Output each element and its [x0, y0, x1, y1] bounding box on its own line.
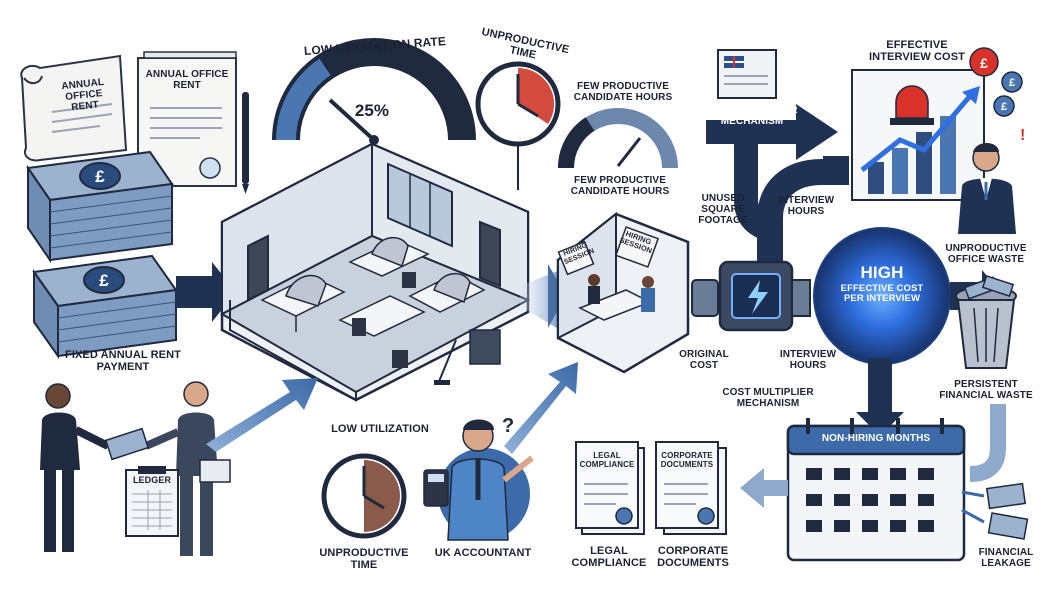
arrow-accountant-to-session [504, 362, 578, 454]
original-cost-label: ORIGINAL COST [679, 349, 729, 371]
cost-multiplier-machine [691, 260, 811, 332]
stressed-manager-figure: ! [958, 127, 1025, 234]
utilization-gauge-value: 25% [354, 101, 390, 120]
waste-bin-icon [955, 275, 1017, 369]
annual-office-rent-scroll-label: ANNUAL OFFICE RENT [60, 76, 105, 113]
arrow-payment-to-office [206, 378, 318, 452]
annual-office-rent-scroll [20, 54, 128, 162]
pen-icon [242, 92, 249, 194]
ledger-clipboard [125, 466, 179, 537]
svg-text:£: £ [99, 271, 109, 290]
question-mark-icon: ? [502, 415, 514, 437]
interview-hours-top-label: INTERVIEW HOURS [777, 195, 835, 217]
svg-text:?: ? [502, 415, 514, 437]
leaking-cash-icons [961, 482, 1029, 540]
svg-text:£: £ [1001, 101, 1007, 113]
effective-interview-cost-label: EFFECTIVE INTERVIEW COST [869, 39, 965, 63]
cost-multiplier-bottom-label: COST MULTIPLIER MECHANISM [722, 387, 814, 409]
pound-coins-icon: £ £ £ [969, 47, 1023, 117]
annual-office-rent-document-label: ANNUAL OFFICE RENT [145, 69, 229, 91]
legal-compliance-label: LEGAL COMPLIANCE [571, 545, 647, 569]
ledger-label: LEDGER [132, 475, 172, 485]
unproductive-time-bottom-label: UNPRODUCTIVE TIME [319, 547, 409, 571]
legal-compliance-document [575, 441, 645, 535]
svg-text:!: ! [1020, 127, 1025, 144]
few-productive-hours-top-label: FEW PRODUCTIVE CANDIDATE HOURS [573, 81, 673, 103]
annual-office-rent-document [137, 51, 237, 187]
non-hiring-months-label: NON-HIRING MONTHS [821, 433, 931, 444]
uk-document-icon [717, 49, 777, 99]
cash-handover-icon [104, 427, 150, 461]
cash-stack-upper: £ [26, 150, 174, 264]
cost-multiplier-arrow-top [706, 104, 849, 282]
unproductive-time-clock-bottom [321, 453, 407, 539]
uk-accountant-figure [423, 419, 534, 541]
corporate-documents-doc-label: CORPORATE DOCUMENTS [660, 451, 714, 469]
cash-stack-lower: £ [32, 254, 178, 360]
few-productive-hours-mid-label: FEW PRODUCTIVE CANDIDATE HOURS [570, 175, 670, 197]
candidate-hours-gauge [557, 108, 678, 169]
alarm-siren-icon [890, 85, 934, 125]
svg-text:£: £ [1009, 77, 1015, 89]
landlord-businessman-figure [144, 381, 231, 556]
unproductive-office-waste-label: UNPRODUCTIVE OFFICE WASTE [945, 243, 1027, 265]
arrow-calendar-to-documents [740, 468, 788, 508]
tenant-businessman-figure [40, 383, 110, 552]
svg-text:£: £ [95, 167, 105, 186]
uk-accountant-label: UK ACCOUNTANT [434, 547, 532, 559]
unused-square-footage-label: UNUSED SQUARE FOOTAGE [698, 193, 748, 226]
corporate-documents-document [655, 441, 727, 535]
arrow-waste-loop [969, 404, 1006, 482]
unproductive-time-clock-top [475, 61, 561, 190]
corporate-documents-label: CORPORATE DOCUMENTS [657, 545, 729, 569]
high-cost-subtitle: EFFECTIVE COST PER INTERVIEW [840, 283, 924, 305]
cost-multiplier-top-label: COST MULTIPLIER MECHANISM [706, 105, 798, 127]
low-utilization-gauge [272, 38, 476, 145]
legal-compliance-doc-label: LEGAL COMPLIANCE [579, 451, 635, 469]
financial-leakage-label: FINANCIAL LEAKAGE [978, 547, 1034, 569]
svg-text:£: £ [980, 55, 988, 71]
high-cost-title: HIGH [860, 263, 904, 282]
office-room [219, 142, 531, 402]
low-utilization-label: LOW UTILIZATION [331, 423, 429, 435]
fixed-rent-payment-label: FIXED ANNUAL RENT PAYMENT [65, 349, 181, 373]
persistent-financial-waste-label: PERSISTENT FINANCIAL WASTE [939, 379, 1033, 401]
interview-hours-bottom-label: INTERVIEW HOURS [779, 349, 837, 371]
arrow-orb-to-calendar [856, 358, 904, 436]
hiring-session-room [556, 211, 690, 374]
